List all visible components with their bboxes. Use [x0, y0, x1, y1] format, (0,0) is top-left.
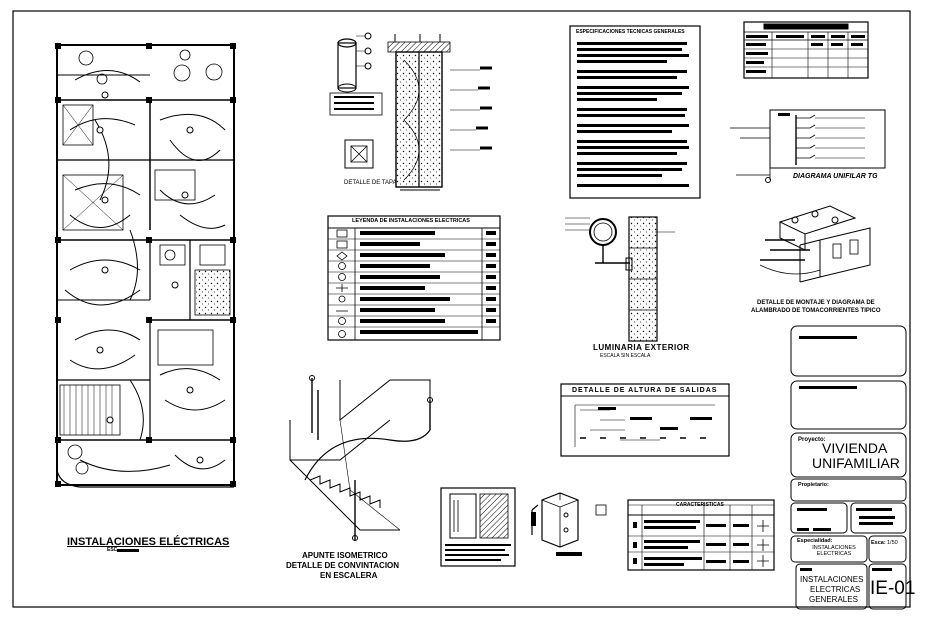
salidas-title: DETALLE DE ALTURA DE SALIDAS [572, 387, 718, 394]
sheet-border [12, 10, 911, 608]
unifilar-diagram [730, 109, 886, 183]
luminaria-detail [565, 216, 675, 342]
project-name-line2: UNIFAMILIAR [812, 455, 900, 471]
legend-table [327, 215, 501, 341]
legend-title: LEYENDA DE INSTALACIONES ELECTRICAS [352, 218, 470, 224]
caja-rectangular [531, 492, 607, 556]
luminaria-subtitle: ESCALA SIN ESCALA [600, 353, 651, 359]
caja-detail [440, 487, 516, 567]
pozo-tierra-caption: DETALLE DE TAPA [344, 180, 397, 186]
scale-value: 1/50 [887, 540, 898, 546]
characteristics-table [627, 499, 775, 571]
luminaria-title: LUMINARIA EXTERIOR [593, 343, 690, 352]
floor-plan [55, 43, 236, 488]
stair-title-line1: APUNTE ISOMETRICO [302, 551, 388, 560]
specialty-label: Especialidad: [797, 538, 833, 544]
montaje-detail [759, 205, 871, 283]
salidas-detail [560, 383, 730, 457]
stair-isometric [289, 375, 433, 541]
owner-label: Propietario: [798, 482, 829, 488]
plan-scale-label: ESC. [107, 547, 119, 553]
specs-box [569, 25, 701, 199]
sheet-name-line3: GENERALES [809, 595, 858, 604]
scale-label: Esca: [871, 540, 886, 546]
stair-title-line3: EN ESCALERA [320, 571, 378, 580]
load-table [743, 21, 869, 79]
project-label: Proyecto: [798, 437, 826, 443]
sheet-name-line1: INSTALACIONES [800, 575, 864, 584]
unifilar-title: DIAGRAMA UNIFILAR TG [793, 173, 878, 180]
project-name-line1: VIVIENDA [822, 440, 888, 456]
stair-title-line2: DETALLE DE CONVINTACION [286, 561, 400, 570]
montaje-title-line2: ALAMBRADO DE TOMACORRIENTES TIPICO [751, 308, 881, 314]
pozo-tierra-detail [329, 32, 492, 191]
montaje-title-line1: DETALLE DE MONTAJE Y DIAGRAMA DE [757, 300, 875, 306]
specs-title: ESPECIFICACIONES TECNICAS GENERALES [576, 29, 685, 35]
characteristics-title: CARACTERISTICAS [676, 502, 724, 508]
title-block [790, 325, 907, 610]
plan-title: INSTALACIONES ELÉCTRICAS [67, 536, 230, 548]
sheet-name-line2: ELECTRICAS [810, 585, 861, 594]
plan-scale-bar [117, 549, 139, 552]
specialty-value: INSTALACIONES ELECTRICAS [812, 545, 856, 557]
sheet-code: IE-01 [870, 578, 916, 599]
